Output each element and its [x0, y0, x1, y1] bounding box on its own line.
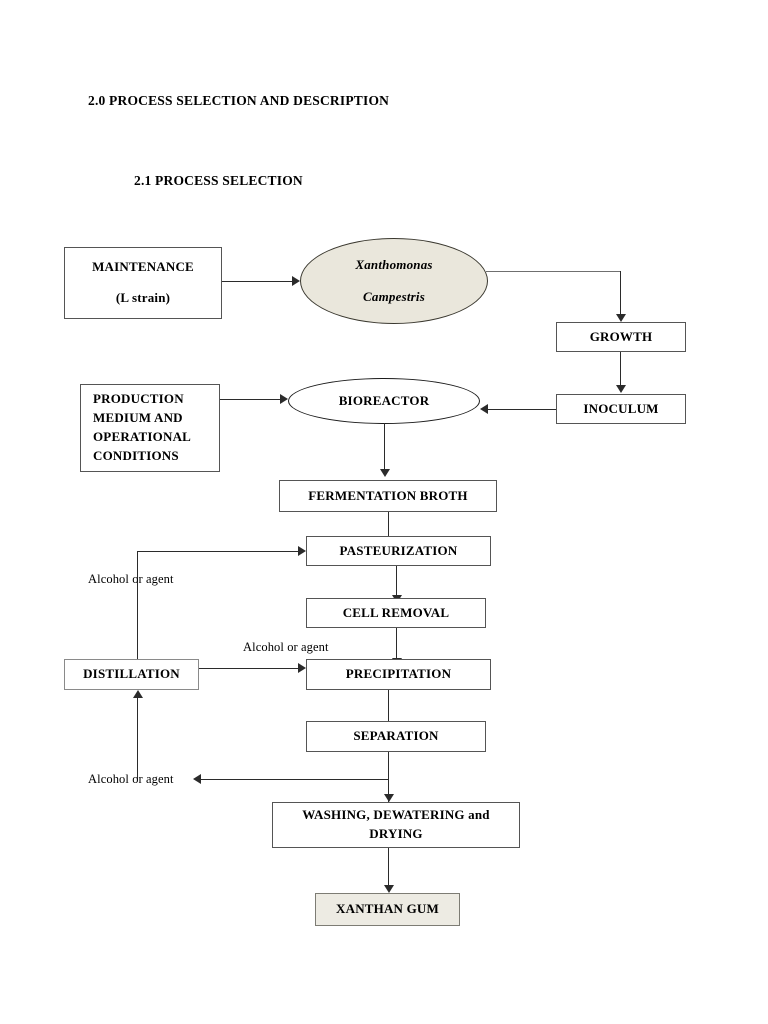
node-production-medium-line1: PRODUCTION — [93, 391, 184, 407]
edge-separation-washing-arrow — [384, 794, 394, 802]
node-washing-line1: WASHING, DEWATERING and — [302, 807, 490, 823]
node-production-medium-line3: OPERATIONAL — [93, 429, 192, 444]
edge-inoculum-bioreactor-arrow — [480, 404, 488, 414]
edge-broth-pasteurization-line — [388, 512, 390, 536]
edge-cellremoval-precipitation-line — [396, 628, 398, 666]
node-organism-line2: Campestris — [363, 289, 425, 304]
node-fermentation-broth-label: FERMENTATION BROTH — [308, 487, 468, 503]
edge-maintenance-organism-line — [222, 281, 294, 283]
edge-organism-growth-arrow — [616, 314, 626, 322]
edge-distillation-pasteurization-arrow — [298, 546, 306, 556]
node-precipitation-label: PRECIPITATION — [345, 666, 452, 682]
node-cell-removal[interactable]: CELL REMOVAL — [306, 598, 486, 628]
node-organism-line1: Xanthomonas — [355, 257, 433, 272]
edge-label-alcohol-or-agent-3: Alcohol or agent — [88, 772, 174, 786]
edge-growth-inoculum-line — [620, 352, 622, 387]
node-growth-label: GROWTH — [589, 328, 653, 344]
node-maintenance[interactable]: MAINTENANCE (L strain) — [64, 247, 222, 319]
edge-organism-growth-h — [486, 271, 621, 273]
node-separation[interactable]: SEPARATION — [306, 721, 486, 752]
edge-maintenance-organism-arrow — [292, 276, 300, 286]
edge-bioreactor-broth-arrow — [380, 469, 390, 477]
edge-separation-washing-line — [388, 752, 390, 802]
node-growth[interactable]: GROWTH — [556, 322, 686, 352]
edge-washing-product-arrow — [384, 885, 394, 893]
node-bioreactor[interactable]: BIOREACTOR — [288, 378, 480, 424]
edge-label-alcohol-or-agent-2: Alcohol or agent — [243, 640, 329, 654]
edge-organism-growth-v — [620, 271, 622, 317]
node-pasteurization[interactable]: PASTEURIZATION — [306, 536, 491, 566]
node-bioreactor-label: BIOREACTOR — [338, 393, 430, 408]
node-distillation[interactable]: DISTILLATION — [64, 659, 199, 690]
edge-pasteurization-cellremoval-line — [396, 566, 398, 598]
node-organism[interactable]: Xanthomonas Campestris — [300, 238, 488, 324]
edge-separation-distillation-h — [200, 779, 389, 781]
node-fermentation-broth[interactable]: FERMENTATION BROTH — [279, 480, 497, 512]
node-washing-line2: DRYING — [369, 826, 423, 841]
edge-washing-product-line — [388, 848, 390, 891]
node-production-medium[interactable]: PRODUCTION MEDIUM AND OPERATIONAL CONDIT… — [80, 384, 220, 472]
edge-distillation-precipitation-line — [199, 668, 300, 670]
edge-precipitation-separation-line — [388, 690, 390, 721]
node-xanthan-gum-label: XANTHAN GUM — [336, 901, 439, 917]
edge-separation-distillation-riser — [137, 698, 139, 780]
node-pasteurization-label: PASTEURIZATION — [339, 542, 458, 558]
node-xanthan-gum[interactable]: XANTHAN GUM — [315, 893, 460, 926]
edge-growth-inoculum-arrow — [616, 385, 626, 393]
node-maintenance-line1: MAINTENANCE — [92, 259, 194, 275]
edge-distillation-pasteurization-h — [137, 551, 300, 553]
edge-label-alcohol-or-agent-1: Alcohol or agent — [88, 572, 174, 586]
page-title: 2.0 PROCESS SELECTION AND DESCRIPTION — [88, 93, 390, 108]
node-production-medium-line2: MEDIUM AND — [93, 410, 183, 426]
edge-inoculum-bioreactor-line — [488, 409, 556, 411]
node-distillation-label: DISTILLATION — [83, 666, 180, 682]
edge-bioreactor-broth-line — [384, 423, 386, 471]
edge-separation-distillation-arrow — [193, 774, 201, 784]
node-separation-label: SEPARATION — [353, 728, 439, 744]
node-production-medium-line4: CONDITIONS — [93, 447, 179, 463]
edge-distillation-precipitation-arrow — [298, 663, 306, 673]
node-cell-removal-label: CELL REMOVAL — [342, 604, 450, 620]
node-maintenance-line2: (L strain) — [115, 290, 171, 305]
section-subtitle: 2.1 PROCESS SELECTION — [134, 173, 303, 188]
node-inoculum-label: INOCULUM — [583, 400, 659, 416]
edge-medium-bioreactor-arrow — [280, 394, 288, 404]
node-precipitation[interactable]: PRECIPITATION — [306, 659, 491, 690]
edge-medium-bioreactor-line — [220, 399, 282, 401]
edge-separation-distillation-up-arrow — [133, 690, 143, 698]
edge-distillation-pasteurization-riser — [137, 551, 139, 659]
node-washing-dewatering-drying[interactable]: WASHING, DEWATERING and DRYING — [272, 802, 520, 848]
node-inoculum[interactable]: INOCULUM — [556, 394, 686, 424]
